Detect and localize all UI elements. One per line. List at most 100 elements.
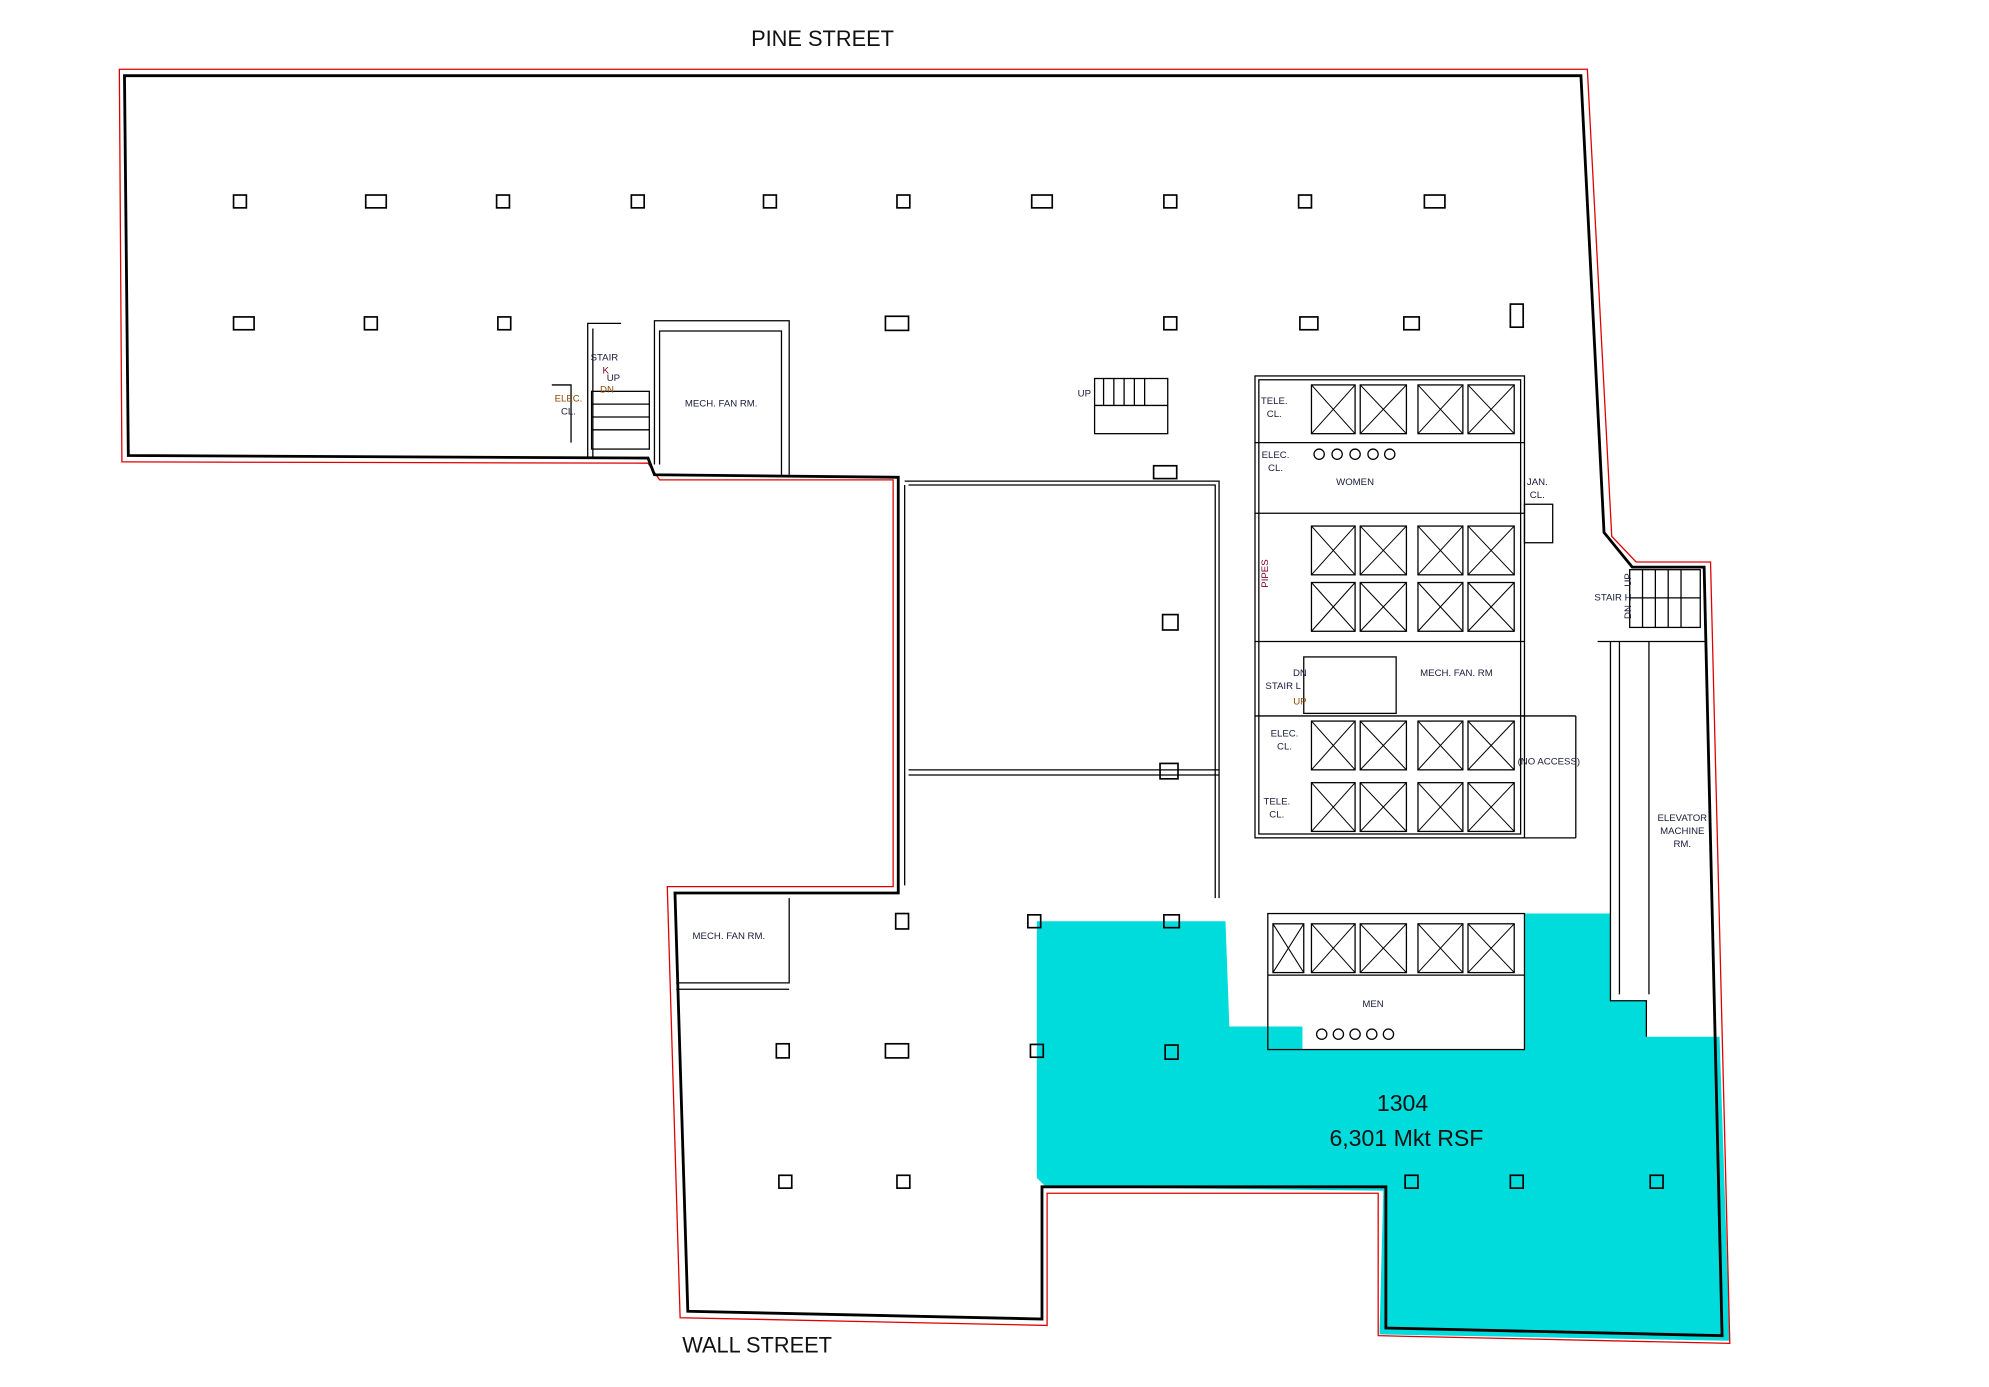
column	[1403, 316, 1421, 331]
elevator-shaft	[1417, 720, 1464, 771]
elevator-shaft	[1310, 782, 1356, 833]
elevator-shaft	[1359, 720, 1408, 771]
elevator-shaft	[1467, 923, 1515, 974]
label-mech-fan-core: MECH. FAN. RM	[1420, 668, 1493, 679]
label-tele-cl-2: CL.	[1267, 409, 1282, 420]
elevator-shaft	[1467, 525, 1515, 576]
column	[1649, 1174, 1664, 1189]
street-label-north: PINE STREET	[751, 26, 894, 51]
suite-1304-area[interactable]	[1036, 913, 1730, 1341]
label-elec-cl: ELEC.	[1262, 450, 1290, 461]
column	[884, 315, 910, 332]
column	[762, 194, 778, 209]
elevator-shaft	[1417, 581, 1464, 632]
label-elevator-machine: ELEVATOR	[1657, 813, 1707, 824]
elevator-shaft	[1359, 384, 1408, 435]
elevator-shaft	[1359, 782, 1408, 833]
elevator-shaft	[1467, 782, 1515, 833]
elevator-shaft	[1467, 384, 1515, 435]
label-stair-k-letter: K	[602, 365, 609, 376]
column	[1029, 1043, 1045, 1059]
label-stair-k: STAIR	[591, 353, 619, 364]
elevator-shaft	[1359, 525, 1408, 576]
label-elec-cl-west-2: CL.	[561, 406, 576, 417]
column	[778, 1174, 793, 1189]
label-up-small-stair: UP	[1078, 388, 1091, 399]
elevator-shaft	[1467, 720, 1515, 771]
label-stair-k-up: UP	[607, 373, 620, 384]
column	[1509, 303, 1525, 329]
elevator-shaft	[1417, 525, 1464, 576]
suite-number: 1304	[1377, 1090, 1429, 1116]
column	[1297, 194, 1313, 209]
label-tele-cl-b-2: CL.	[1269, 809, 1284, 820]
elevator-shaft	[1417, 923, 1464, 974]
label-elec-cl-b: ELEC.	[1271, 728, 1299, 739]
elevator-shaft	[1310, 581, 1356, 632]
label-stair-k-dn: DN	[600, 385, 614, 396]
elevator-shaft	[1467, 581, 1515, 632]
label-elec-cl-2: CL.	[1268, 463, 1283, 474]
label-mech-fan-north: MECH. FAN RM.	[685, 399, 758, 410]
column	[1030, 194, 1054, 209]
column	[1152, 464, 1178, 480]
street-label-south: WALL STREET	[682, 1332, 832, 1357]
elevator-shaft	[1359, 581, 1408, 632]
column	[1423, 194, 1446, 209]
label-no-access: (NO ACCESS)	[1518, 757, 1580, 768]
column	[1509, 1174, 1525, 1189]
column	[775, 1042, 791, 1059]
elevator-shaft	[1310, 720, 1356, 771]
building-exterior-wall	[123, 74, 1724, 1338]
label-tele-cl: TELE.	[1261, 396, 1288, 407]
column	[497, 316, 512, 331]
column	[1161, 613, 1179, 631]
label-pipes: PIPES	[1260, 559, 1271, 587]
label-mech-fan-south: MECH. FAN RM.	[693, 931, 766, 942]
column	[1159, 762, 1179, 780]
column	[1163, 913, 1181, 929]
label-stair-h: STAIR H	[1594, 592, 1631, 603]
label-jan-cl: JAN.	[1527, 477, 1548, 488]
label-elec-cl-b-2: CL.	[1277, 741, 1292, 752]
label-men: MEN	[1362, 999, 1383, 1010]
label-stair-l: STAIR L	[1265, 681, 1301, 692]
column	[896, 1174, 911, 1189]
elevator-shaft	[1417, 384, 1464, 435]
label-stair-l-dn: DN	[1293, 668, 1307, 679]
column	[232, 194, 248, 209]
column	[1027, 913, 1042, 929]
elevator-shaft	[1417, 782, 1464, 833]
label-elevator-machine-2: MACHINE	[1660, 826, 1704, 837]
column	[1163, 316, 1178, 331]
label-stair-h-dn: DN	[1623, 605, 1634, 619]
structural-columns	[232, 194, 1664, 1189]
column	[1164, 1044, 1179, 1061]
column	[896, 194, 911, 209]
label-women: WOMEN	[1336, 477, 1374, 488]
column	[363, 316, 379, 331]
label-elevator-machine-3: RM.	[1673, 839, 1691, 850]
column	[1404, 1174, 1419, 1189]
elevator-shaft	[1310, 384, 1356, 435]
elevator-shaft	[1359, 923, 1408, 974]
label-stair-l-up: UP	[1293, 696, 1306, 707]
suite-area: 6,301 Mkt RSF	[1329, 1125, 1483, 1151]
label-tele-cl-b: TELE.	[1263, 796, 1290, 807]
label-elec-cl-west: ELEC.	[555, 394, 583, 405]
column	[1299, 316, 1319, 331]
column	[364, 194, 388, 209]
column	[630, 194, 646, 209]
label-stair-h-up: UP	[1623, 573, 1634, 586]
room-labels: STAIR K UP DN ELEC. CL. MECH. FAN RM. UP…	[555, 353, 1708, 1011]
elevator-shaft	[1272, 923, 1305, 974]
elevator-shaft	[1310, 923, 1356, 974]
building-outline-red	[118, 68, 1731, 1345]
column	[1163, 194, 1178, 209]
label-jan-cl-2: CL.	[1530, 490, 1545, 501]
column	[495, 194, 511, 209]
column	[894, 912, 910, 930]
elevator-shafts	[1272, 384, 1515, 974]
interior-walls	[551, 320, 1707, 1051]
